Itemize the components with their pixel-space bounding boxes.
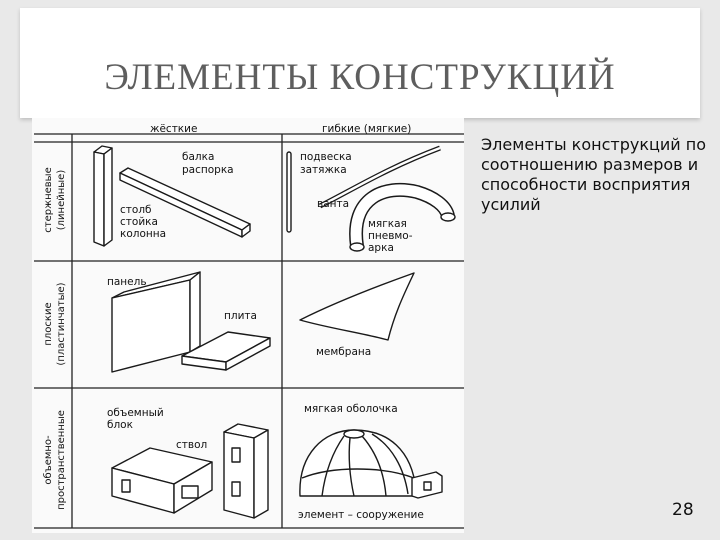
- label-guy: ванта: [317, 198, 349, 210]
- slide-caption: Элементы конструкций по соотношению разм…: [481, 135, 706, 214]
- label-beam2: распорка: [182, 164, 234, 176]
- structural-elements-figure: жёсткие гибкие (мягкие) стержневые (лине…: [32, 118, 464, 533]
- grid-lines: [34, 133, 464, 529]
- label-element: элемент – сооружение: [298, 509, 424, 521]
- col-header-flexible: гибкие (мягкие): [322, 123, 411, 135]
- membrane-drawing: [299, 272, 415, 341]
- shaft-drawing: [223, 423, 269, 519]
- title-box: ЭЛЕМЕНТЫ КОНСТРУКЦИЙ: [20, 8, 700, 118]
- pneumatic-arch-drawing: [349, 182, 456, 252]
- soft-shell-drawing: [299, 429, 443, 499]
- label-shaft: ствол: [176, 439, 207, 451]
- row-label-flat-line1: плоские: [43, 302, 54, 345]
- column-drawing: [93, 145, 113, 247]
- col-header-rigid: жёсткие: [150, 123, 197, 135]
- label-column3: колонна: [120, 228, 166, 240]
- row-label-flat-line2: (пластинчатые): [56, 282, 67, 365]
- row-label-rod-line2: (линейные): [56, 170, 67, 231]
- row-label-rod-line1: стержневые: [43, 167, 54, 232]
- label-slab: плита: [224, 310, 257, 322]
- label-block1: объемный: [107, 407, 164, 419]
- hanger-drawing: [286, 151, 292, 233]
- guy-cable-drawing: [318, 145, 441, 209]
- slab-drawing: [181, 331, 271, 371]
- label-shell: мягкая оболочка: [304, 403, 398, 415]
- row-label-rod: стержневые (линейные): [43, 167, 67, 232]
- label-beam1: балка: [182, 151, 214, 163]
- label-arch1: мягкая: [368, 218, 407, 230]
- label-arch3: арка: [368, 242, 394, 254]
- diagram-svg: жёсткие гибкие (мягкие) стержневые (лине…: [34, 123, 464, 529]
- beam-drawing: [119, 167, 251, 238]
- panel-drawing: [111, 271, 201, 373]
- row-label-volume-line1: объемно-: [43, 435, 54, 485]
- label-membrane: мембрана: [316, 346, 371, 358]
- label-panel: панель: [107, 276, 147, 288]
- label-arch2: пневмо-: [368, 230, 413, 242]
- row-label-volume: объемно- пространственные: [43, 410, 67, 510]
- page-number: 28: [672, 500, 694, 520]
- label-hanger1: подвеска: [300, 151, 352, 163]
- label-block2: блок: [107, 419, 133, 431]
- row-label-flat: плоские (пластинчатые): [43, 282, 67, 365]
- label-column1: столб: [120, 204, 152, 216]
- label-hanger2: затяжка: [300, 164, 347, 176]
- label-column2: стойка: [120, 216, 158, 228]
- row-label-volume-line2: пространственные: [56, 410, 67, 510]
- volume-block-drawing: [111, 447, 213, 514]
- slide-title: ЭЛЕМЕНТЫ КОНСТРУКЦИЙ: [104, 57, 616, 98]
